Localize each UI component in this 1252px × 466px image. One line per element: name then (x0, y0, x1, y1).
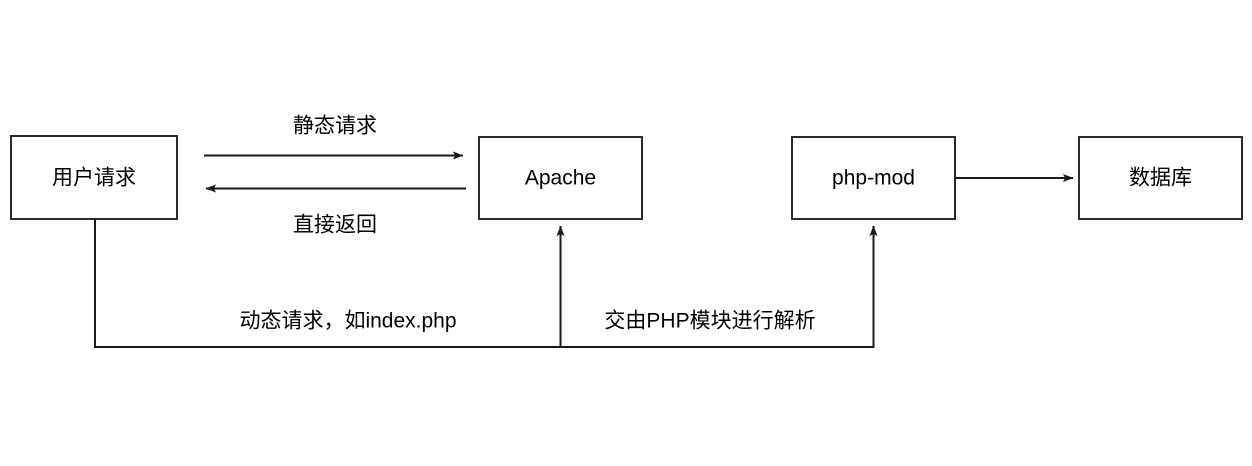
node-box-php-mod[interactable] (791, 136, 956, 220)
node-apache[interactable]: Apache (478, 136, 643, 220)
node-label-user-request: 用户请求 (52, 167, 136, 190)
node-box-user-request[interactable] (10, 135, 178, 220)
node-php-mod[interactable]: php-mod (791, 136, 956, 220)
edge-php-parse: 交由PHP模块进行解析 (560, 225, 878, 348)
edge-arrow-dynamic-request (94, 219, 565, 348)
node-database[interactable]: 数据库 (1078, 136, 1243, 220)
node-label-apache: Apache (525, 167, 596, 190)
edge-direct-return: 直接返回 (205, 184, 466, 237)
edge-dynamic-request: 动态请求，如index.php (94, 219, 565, 348)
edge-static-request: 静态请求 (204, 115, 464, 160)
edge-label-php-parse: 交由PHP模块进行解析 (604, 310, 815, 333)
edge-label-direct-return: 直接返回 (293, 214, 377, 237)
node-label-php-mod: php-mod (832, 167, 915, 190)
node-box-database[interactable] (1078, 136, 1243, 220)
edge-label-dynamic-request: 动态请求，如index.php (239, 310, 456, 333)
node-label-database: 数据库 (1129, 167, 1192, 190)
edge-arrow-php-parse (560, 225, 878, 348)
edge-label-static-request: 静态请求 (293, 115, 377, 138)
node-box-apache[interactable] (478, 136, 643, 220)
node-user-request[interactable]: 用户请求 (10, 135, 178, 220)
